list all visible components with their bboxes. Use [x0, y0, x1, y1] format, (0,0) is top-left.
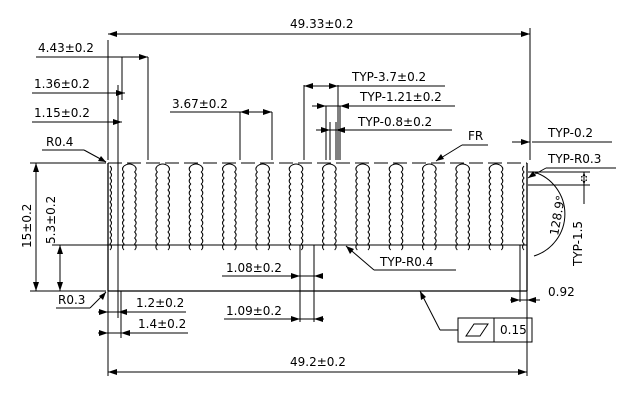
dim-1-4: 1.4±0.2	[98, 291, 188, 338]
dim-1-08: 1.08±0.2	[222, 245, 323, 322]
fin-edge	[188, 165, 192, 251]
fin-tip	[157, 163, 169, 167]
fin-edge	[200, 165, 204, 251]
callout-typ-r0-3: TYP-R0.3	[527, 152, 616, 179]
callout-r0-3-label: R0.3	[58, 293, 85, 307]
dim-0-92-label: 0.92	[548, 285, 575, 299]
callout-fr: FR	[435, 129, 488, 162]
fin-edge	[467, 165, 470, 251]
fin-edge	[400, 165, 404, 251]
dim-3-67: 3.67±0.2	[170, 97, 273, 160]
callout-typ-r0-4: TYP-R0.4	[345, 245, 456, 271]
fin-tip	[423, 163, 435, 167]
dim-typ-1-21-label: TYP-1.21±0.2	[359, 90, 442, 104]
fin-tip	[223, 163, 235, 167]
fin-edge	[488, 165, 492, 251]
fin-tip	[123, 163, 135, 167]
callout-fr-label: FR	[468, 129, 483, 143]
dim-typ-0-8: TYP-0.8±0.2	[316, 115, 452, 160]
dim-1-09-label: 1.09±0.2	[226, 304, 282, 318]
fin-edge	[167, 165, 170, 251]
dim-height-5-3-label: 5.3±0.2	[44, 196, 58, 244]
fin-tip	[290, 163, 302, 167]
callout-typ-r0-4-label: TYP-R0.4	[379, 255, 433, 269]
callout-r0-3: R0.3	[56, 291, 107, 309]
fin-edge	[355, 165, 359, 251]
outer-fin-edge	[522, 165, 525, 251]
outer-fin-edge	[109, 165, 112, 251]
callout-r0-4: R0.4	[42, 135, 107, 163]
dim-1-09: 1.09±0.2	[224, 304, 324, 322]
dim-angle-128-9: 128.9°	[528, 171, 590, 257]
fin-edge	[367, 165, 370, 251]
callout-r0-4-label: R0.4	[46, 135, 73, 149]
dim-overall-top-label: 49.33±0.2	[290, 17, 354, 31]
fin-edge	[222, 165, 225, 251]
dim-angle-label: 128.9°	[547, 194, 568, 236]
fin-edge	[322, 165, 325, 251]
fin-tip	[190, 163, 202, 167]
fin-edge	[455, 165, 459, 251]
dim-typ-3-7-label: TYP-3.7±0.2	[351, 70, 426, 84]
dim-4-43: 4.43±0.2	[36, 41, 149, 160]
dim-typ-1-5: TYP-1.5	[571, 172, 587, 267]
fin-edge	[155, 165, 159, 251]
fin-tip	[457, 163, 469, 167]
flatness-icon	[465, 323, 489, 337]
tolerance-value: 0.15	[500, 323, 527, 337]
dim-4-43-label: 4.43±0.2	[38, 41, 94, 55]
dim-overall-bottom-label: 49.2±0.2	[290, 355, 346, 369]
dim-1-4-label: 1.4±0.2	[138, 317, 186, 331]
dim-typ-0-8-label: TYP-0.8±0.2	[357, 115, 432, 129]
fin-edge	[255, 165, 259, 251]
dim-overall-top: 49.33±0.2	[107, 17, 531, 160]
fin-edge	[433, 165, 437, 251]
fin-edge	[422, 165, 425, 251]
fin-array	[109, 163, 525, 251]
dim-typ-1-21: TYP-1.21±0.2	[312, 90, 455, 160]
dim-1-36-label: 1.36±0.2	[34, 77, 90, 91]
tolerance-frame	[457, 317, 533, 343]
dim-1-15: 1.15±0.2	[32, 85, 122, 318]
fin-edge	[300, 165, 304, 251]
fin-tip	[257, 163, 269, 167]
dim-1-36: 1.36±0.2	[32, 77, 125, 96]
fin-edge	[122, 165, 125, 251]
fin-edge	[233, 165, 237, 251]
dim-typ-3-7: TYP-3.7±0.2	[303, 70, 445, 160]
callout-typ-0-2-label: TYP-0.2	[547, 126, 593, 140]
dim-height-5-3: 5.3±0.2	[44, 196, 108, 291]
fin-tip	[390, 163, 402, 167]
dim-0-92: 0.92	[510, 245, 575, 303]
fin-edge	[500, 165, 504, 251]
dim-1-08-label: 1.08±0.2	[226, 261, 282, 275]
fin-edge	[388, 165, 392, 251]
fin-edge	[133, 165, 137, 251]
callout-typ-r0-3-label: TYP-R0.3	[547, 152, 601, 166]
fin-edge	[288, 165, 292, 251]
dim-1-2-label: 1.2±0.2	[136, 296, 184, 310]
dim-1-15-label: 1.15±0.2	[34, 106, 90, 120]
profile-outline	[107, 162, 528, 292]
fin-edge	[333, 165, 337, 251]
callout-typ-0-2: TYP-0.2	[512, 126, 612, 145]
dim-height-15-label: 15±0.2	[20, 204, 34, 248]
dim-typ-1-5-label: TYP-1.5	[571, 221, 585, 267]
fin-tip	[490, 163, 502, 167]
flatness-callout: 0.15	[419, 290, 533, 343]
dim-overall-bottom: 49.2±0.2	[108, 291, 528, 376]
fin-edge	[267, 165, 270, 251]
dim-height-15: 15±0.2	[20, 162, 106, 292]
fin-tip	[323, 163, 335, 167]
fin-tip	[357, 163, 369, 167]
dim-3-67-label: 3.67±0.2	[172, 97, 228, 111]
